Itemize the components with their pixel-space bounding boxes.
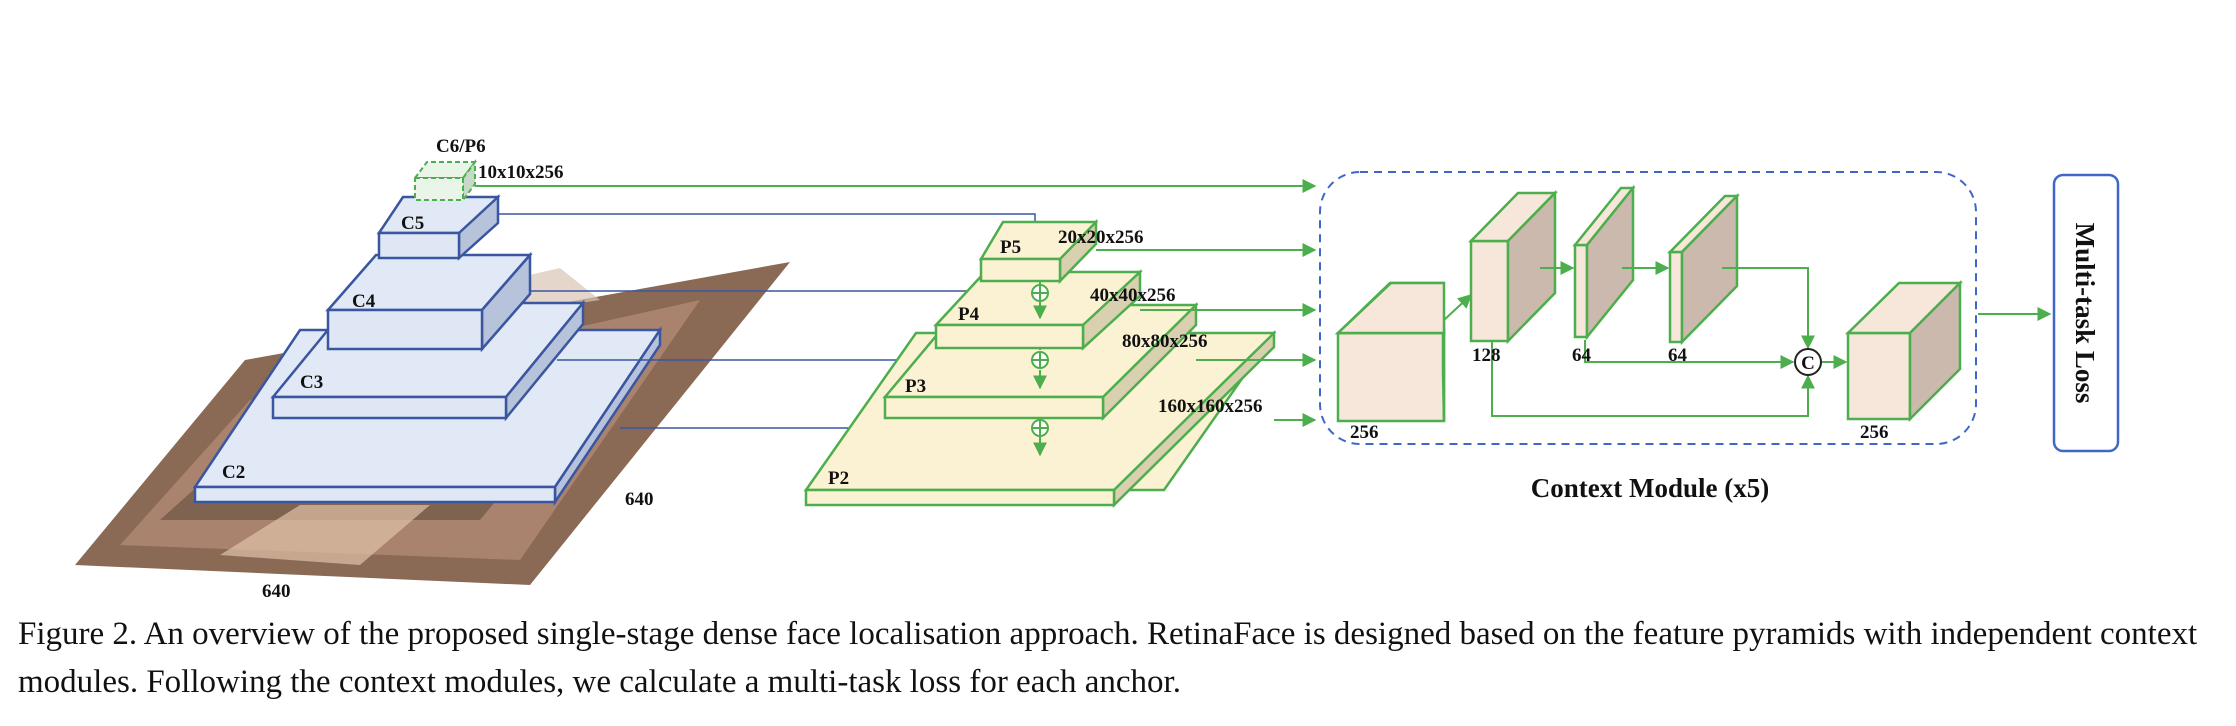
- backbone-level-c4: [325, 251, 533, 353]
- dims-p2: 160x160x256: [1158, 396, 1263, 417]
- input-size-right: 640: [625, 489, 654, 510]
- feature-pyramid: [803, 218, 1277, 508]
- label-c3: C3: [300, 372, 323, 393]
- context-block-128: [1468, 189, 1558, 345]
- context-module-title: Context Module (x5): [1531, 473, 1769, 503]
- add-node-p2: [1031, 419, 1049, 437]
- context-block-64a: [1572, 184, 1636, 341]
- concat-symbol: C: [1801, 353, 1815, 374]
- label-p2: P2: [828, 468, 849, 489]
- figure-caption: Figure 2. An overview of the proposed si…: [18, 616, 2198, 700]
- dims-p5: 20x20x256: [1058, 227, 1144, 248]
- label-c4: C4: [352, 291, 376, 312]
- dims-p4: 40x40x256: [1090, 285, 1176, 306]
- multi-task-loss-label: Multi-task Loss: [2070, 223, 2100, 404]
- multi-task-loss-box: [2052, 173, 2120, 453]
- input-size-bottom: 640: [262, 581, 291, 602]
- label-p3: P3: [905, 376, 926, 397]
- context-block-output: [1844, 279, 1964, 423]
- backbone-level-c5: [376, 194, 501, 261]
- label-c5: C5: [401, 213, 424, 234]
- context-module-flow: [1443, 261, 2052, 417]
- dims-c6: 10x10x256: [478, 162, 564, 183]
- channels-64b: 64: [1668, 345, 1688, 366]
- dims-p3: 80x80x256: [1122, 331, 1208, 352]
- label-p5: P5: [1000, 237, 1021, 258]
- label-p4: P4: [958, 304, 980, 325]
- pyramid-level-p5: [978, 218, 1099, 285]
- add-node-p4: [1031, 284, 1049, 302]
- label-c2: C2: [222, 462, 245, 483]
- channels-input: 256: [1350, 422, 1379, 443]
- backbone-pyramid: [192, 159, 663, 507]
- backbone-level-c6: [413, 159, 477, 203]
- concat-node: C: [1794, 348, 1822, 376]
- label-c6-p6: C6/P6: [436, 136, 486, 157]
- context-block-64b: [1667, 192, 1740, 346]
- channels-64a: 64: [1572, 345, 1592, 366]
- channels-128: 128: [1472, 345, 1501, 366]
- context-module-box: [1319, 171, 1977, 445]
- context-block-input: [1334, 281, 1446, 423]
- add-node-p3: [1031, 351, 1049, 369]
- pyramid-to-context-arrows: [475, 179, 1317, 427]
- channels-output: 256: [1860, 422, 1889, 443]
